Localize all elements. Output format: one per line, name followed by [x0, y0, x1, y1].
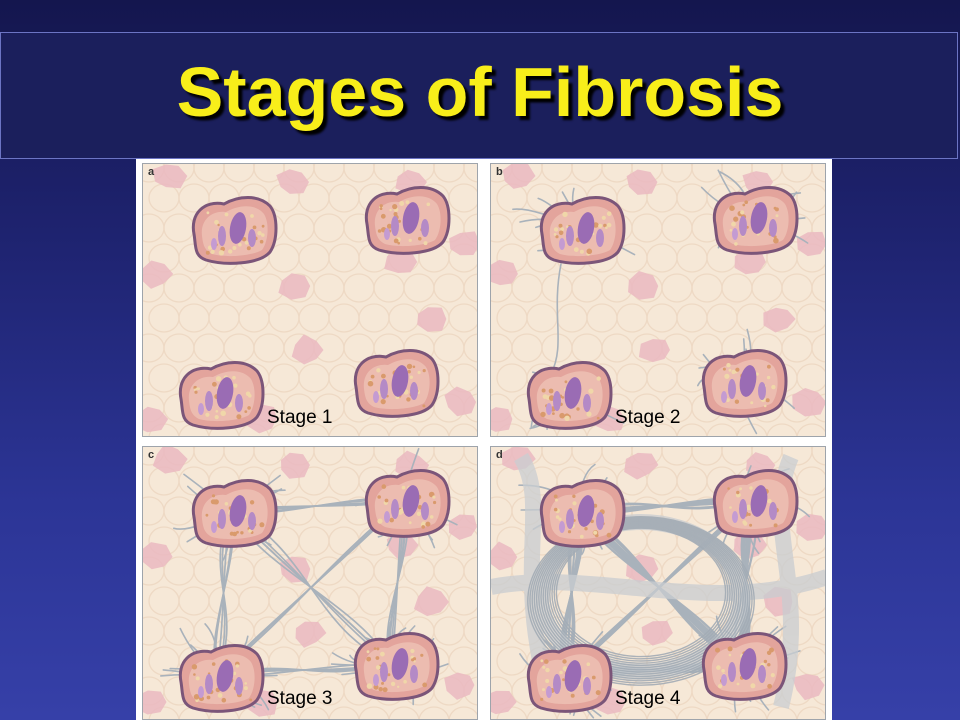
- panel-illustration: [143, 447, 477, 719]
- panel-illustration: [143, 164, 477, 436]
- hepatocyte: [191, 196, 278, 265]
- blood-cell: [502, 164, 536, 189]
- blood-cell: [152, 164, 188, 189]
- blood-cell: [280, 452, 310, 479]
- blood-cell: [143, 542, 173, 570]
- blood-cell: [448, 514, 477, 541]
- panel-stage-4: d Stage 4: [490, 446, 826, 720]
- panel-letter: d: [496, 449, 503, 461]
- blood-cell: [796, 231, 825, 257]
- blood-cell: [143, 406, 169, 433]
- blood-cell: [734, 249, 766, 275]
- blood-cell: [417, 307, 447, 332]
- blood-cell: [491, 259, 518, 286]
- blood-cell: [295, 621, 327, 648]
- fibrosis-figure: a Stage 1 b Stage 2 c Stage 3 d Stage 4: [136, 159, 832, 720]
- stage-label: Stage 3: [267, 688, 333, 709]
- blood-cell: [641, 621, 673, 646]
- slide-title: Stages of Fibrosis: [176, 53, 784, 131]
- hepatocyte: [539, 196, 626, 265]
- hepatocyte: [364, 469, 451, 538]
- hepatocyte: [539, 479, 626, 548]
- tissue-background: [143, 447, 477, 719]
- blood-cell: [796, 513, 825, 541]
- blood-cell: [278, 273, 311, 300]
- blood-cell: [626, 169, 658, 195]
- blood-cell: [449, 231, 477, 256]
- hepatocyte: [712, 469, 799, 538]
- hepatocyte: [526, 644, 613, 713]
- hepatocyte: [178, 644, 265, 713]
- tissue-background: [143, 164, 477, 436]
- panel-letter: a: [148, 166, 155, 178]
- blood-cell: [491, 690, 517, 715]
- panel-letter: b: [496, 166, 503, 178]
- blood-cell: [143, 690, 167, 715]
- hepatocyte: [701, 632, 788, 701]
- blood-cell: [444, 672, 475, 700]
- panel-stage-3: c Stage 3: [142, 446, 478, 720]
- blood-cell: [638, 338, 670, 363]
- stage-label: Stage 2: [615, 407, 681, 428]
- panel-stage-2: b Stage 2: [490, 163, 826, 437]
- hepatocyte: [712, 186, 799, 255]
- blood-cell: [628, 270, 659, 300]
- blood-cell: [763, 307, 796, 333]
- blood-cell: [444, 386, 477, 417]
- panel-illustration: [491, 447, 825, 719]
- stage-label: Stage 4: [615, 688, 681, 709]
- blood-cell: [276, 169, 310, 194]
- title-bar: [0, 32, 958, 159]
- blood-cell: [792, 673, 825, 701]
- blood-cell: [491, 407, 513, 432]
- hepatocyte: [364, 186, 451, 255]
- blood-cell: [624, 452, 659, 480]
- blood-cell: [491, 541, 518, 571]
- hepatocyte: [701, 349, 788, 418]
- blood-cell: [792, 387, 825, 417]
- stage-label: Stage 1: [267, 407, 333, 428]
- blood-cell: [143, 260, 174, 289]
- hepatocyte: [191, 479, 278, 548]
- panel-illustration: [491, 164, 825, 436]
- hepatocyte: [526, 361, 613, 430]
- hepatocyte: [178, 361, 265, 430]
- hepatocyte: [353, 632, 440, 701]
- blood-cell: [291, 334, 324, 365]
- blood-cell: [152, 447, 188, 474]
- hepatocyte: [353, 349, 440, 418]
- panel-stage-1: a Stage 1: [142, 163, 478, 437]
- panel-letter: c: [148, 449, 155, 461]
- blood-cell: [413, 586, 450, 617]
